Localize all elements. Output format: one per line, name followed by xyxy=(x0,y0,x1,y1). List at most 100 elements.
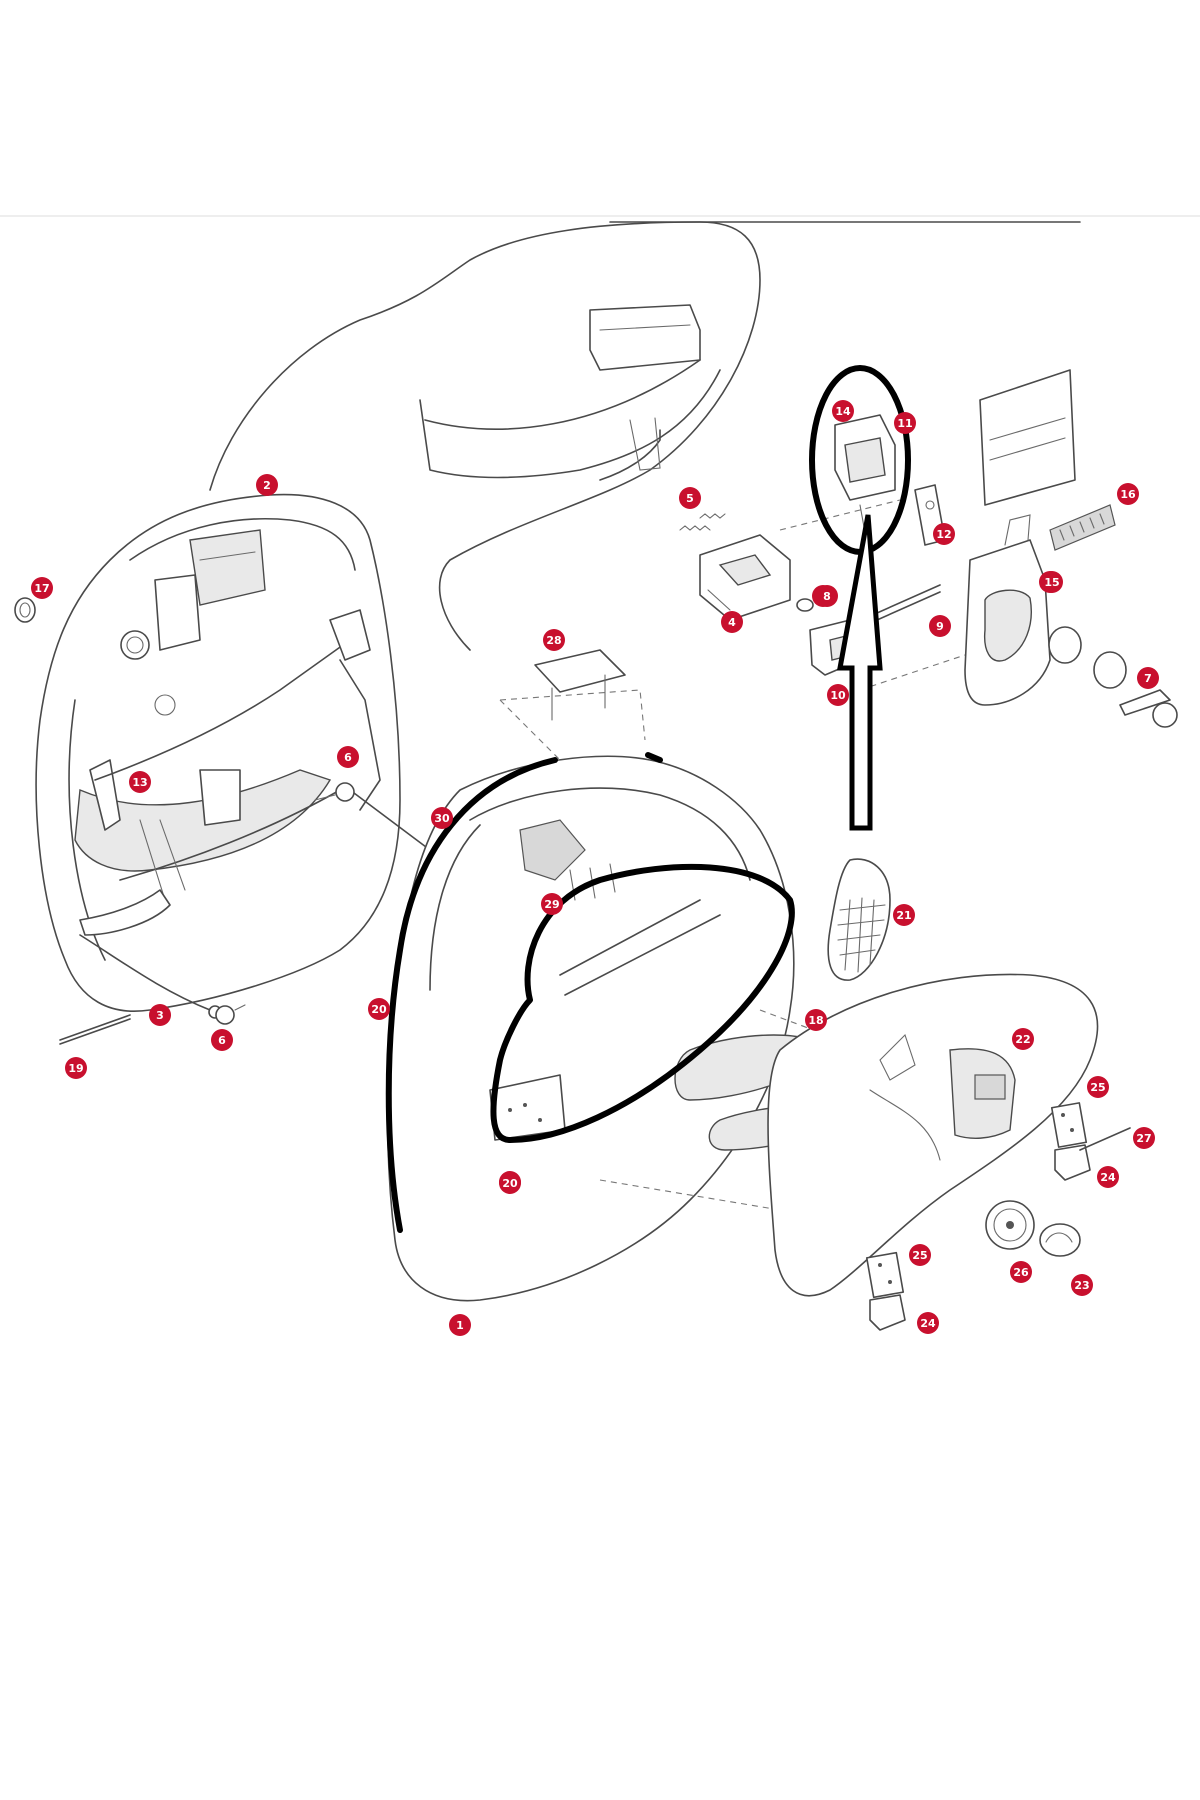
callout-badge-25: 25 xyxy=(909,1244,931,1266)
callout-badge-circle xyxy=(917,1312,939,1334)
pin-19 xyxy=(59,1014,131,1045)
callout-badge-label: 26 xyxy=(1013,1266,1029,1279)
callout-badge-10: 10 xyxy=(827,684,849,706)
callout-badge-circle xyxy=(149,1004,171,1026)
callout-badge-30: 30 xyxy=(431,807,453,829)
callout-badge-label: 20 xyxy=(502,1177,518,1190)
callout-badge-25: 25 xyxy=(1087,1076,1109,1098)
callout-badge-circle xyxy=(31,577,53,599)
bolt-8 xyxy=(796,598,814,612)
callout-badge-label: 7 xyxy=(1144,672,1152,685)
callout-badge-circle xyxy=(65,1057,87,1079)
callout-badge-circle xyxy=(541,893,563,915)
callout-badge-circle xyxy=(832,400,854,422)
callout-badge-label: 15 xyxy=(1044,576,1059,589)
callout-badge-circle xyxy=(256,474,278,496)
callout-badge-5: 5 xyxy=(679,487,701,509)
callout-badge-label: 24 xyxy=(1100,1171,1116,1184)
callout-badge-circle xyxy=(368,998,390,1020)
callout-badge-circle xyxy=(1010,1261,1032,1283)
callout-badge-2: 2 xyxy=(256,474,278,496)
callout-badge-label: 25 xyxy=(912,1249,927,1262)
callout-badge-22: 22 xyxy=(1012,1028,1034,1050)
main-shell xyxy=(386,755,841,1302)
callout-badge-18: 18 xyxy=(805,1009,827,1031)
logo-23 xyxy=(1039,1223,1081,1257)
part-14-bracket xyxy=(834,414,896,561)
callout-badge-8: 8 xyxy=(816,585,838,607)
callout-badge-label: 19 xyxy=(68,1062,83,1075)
callout-badge-6: 6 xyxy=(211,1029,233,1051)
grommet-17 xyxy=(14,597,36,623)
callout-badge-label: 21 xyxy=(896,909,911,922)
grip-16 xyxy=(1049,504,1116,551)
callout-badge-label: 28 xyxy=(546,634,561,647)
latch-4 xyxy=(699,534,791,621)
rear-case-outline xyxy=(209,221,761,651)
seal-highlight-inner xyxy=(490,863,795,1143)
callout-badge-circle xyxy=(894,412,916,434)
outer-cover xyxy=(767,973,1099,1297)
seal-highlight-top xyxy=(645,752,663,763)
callout-badge-label: 29 xyxy=(544,898,559,911)
callout-badge-label: 1 xyxy=(456,1319,464,1332)
callout-badge-1: 1 xyxy=(449,1314,471,1336)
callout-badge-label: 6 xyxy=(218,1034,226,1047)
washer-6-lower xyxy=(215,1004,246,1025)
callout-badge-circle xyxy=(1133,1127,1155,1149)
callout-badge-circle xyxy=(337,746,359,768)
callout-badge-label: 20 xyxy=(371,1003,387,1016)
cap-26 xyxy=(985,1200,1035,1250)
callout-badge-label: 25 xyxy=(1090,1081,1105,1094)
callout-badge-circle xyxy=(805,1009,827,1031)
callout-badge-20: 20 xyxy=(499,1172,521,1194)
callout-badge-19: 19 xyxy=(65,1057,87,1079)
callout-badge-label: 4 xyxy=(728,616,736,629)
callout-badge-24: 24 xyxy=(1097,1166,1119,1188)
springs-5 xyxy=(679,513,726,531)
handle-15 xyxy=(964,514,1051,706)
callout-badge-circle xyxy=(1137,667,1159,689)
callout-badge-3: 3 xyxy=(149,1004,171,1026)
callout-badge-circle xyxy=(933,523,955,545)
callout-badge-circle xyxy=(129,771,151,793)
callout-badge-27: 27 xyxy=(1133,1127,1155,1149)
callout-badge-circle xyxy=(909,1244,931,1266)
callout-badge-label: 11 xyxy=(897,417,912,430)
callout-badge-7: 7 xyxy=(1137,667,1159,689)
callout-badge-circle xyxy=(721,611,743,633)
callout-badge-21: 21 xyxy=(893,904,915,926)
callout-badge-label: 9 xyxy=(936,620,944,633)
callout-badge-label: 30 xyxy=(434,812,450,825)
callout-badge-11: 11 xyxy=(894,412,916,434)
callout-badge-16: 16 xyxy=(1117,483,1139,505)
callout-badge-circle xyxy=(679,487,701,509)
callout-badge-circle xyxy=(1087,1076,1109,1098)
callout-badge-circle xyxy=(449,1314,471,1336)
callout-badge-circle xyxy=(1012,1028,1034,1050)
callout-badge-label: 23 xyxy=(1074,1279,1089,1292)
callout-badge-label: 16 xyxy=(1120,488,1136,501)
callout-badge-circle xyxy=(929,615,951,637)
washer-6-upper xyxy=(314,782,355,802)
callout-badge-circle xyxy=(543,629,565,651)
callout-badge-circle xyxy=(1097,1166,1119,1188)
callout-badge-24: 24 xyxy=(917,1312,939,1334)
callout-badge-label: 14 xyxy=(835,405,851,418)
hinge-25-lower xyxy=(865,1251,905,1299)
callout-badges: 1234566789101112131415161718192021222324… xyxy=(31,400,1159,1336)
callout-badge-label: 5 xyxy=(686,492,694,505)
cover-21 xyxy=(827,858,891,981)
seal-highlight-outer xyxy=(385,757,558,1233)
callout-badge-circle xyxy=(1117,483,1139,505)
callout-badge-circle xyxy=(1041,571,1063,593)
callout-badge-label: 24 xyxy=(920,1317,936,1330)
callout-badge-6: 6 xyxy=(337,746,359,768)
callout-badge-label: 10 xyxy=(830,689,846,702)
callout-badge-label: 22 xyxy=(1015,1033,1030,1046)
callout-badge-label: 17 xyxy=(34,582,49,595)
callout-badge-circle xyxy=(893,904,915,926)
callout-badge-15: 15 xyxy=(1041,571,1063,593)
callout-badge-12: 12 xyxy=(933,523,955,545)
